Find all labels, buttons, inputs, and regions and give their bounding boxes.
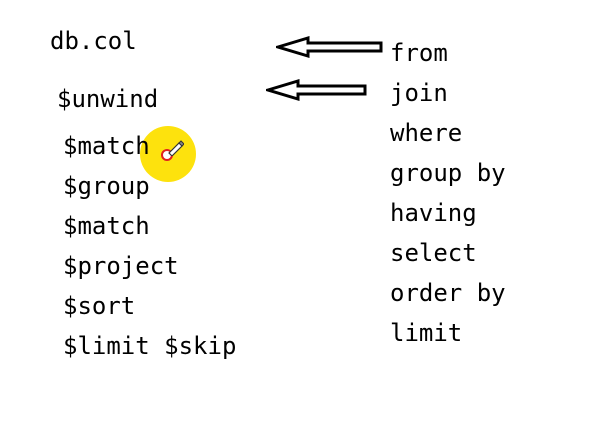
- sql-clause-where: where: [390, 119, 463, 147]
- stage-match-second: $match: [63, 212, 150, 240]
- stage-unwind: $unwind: [57, 85, 159, 113]
- sql-clause-limit: limit: [390, 319, 463, 347]
- sql-clause-group-by: group by: [390, 159, 506, 187]
- stage-limit-skip: $limit $skip: [63, 332, 237, 360]
- stage-group: $group: [63, 172, 150, 200]
- sql-clause-from: from: [390, 39, 448, 67]
- sql-clause-order-by: order by: [390, 279, 506, 307]
- stage-match-first: $match: [63, 132, 150, 160]
- stage-project: $project: [63, 252, 179, 280]
- left-arrow-icon: [276, 36, 383, 58]
- pen-cursor-icon: [168, 140, 184, 156]
- sql-clause-select: select: [390, 239, 477, 267]
- stage-sort: $sort: [63, 292, 136, 320]
- source-collection-label: db.col: [50, 27, 137, 55]
- sql-clause-join: join: [390, 79, 448, 107]
- sql-clause-having: having: [390, 199, 477, 227]
- left-arrow-icon: [266, 79, 367, 101]
